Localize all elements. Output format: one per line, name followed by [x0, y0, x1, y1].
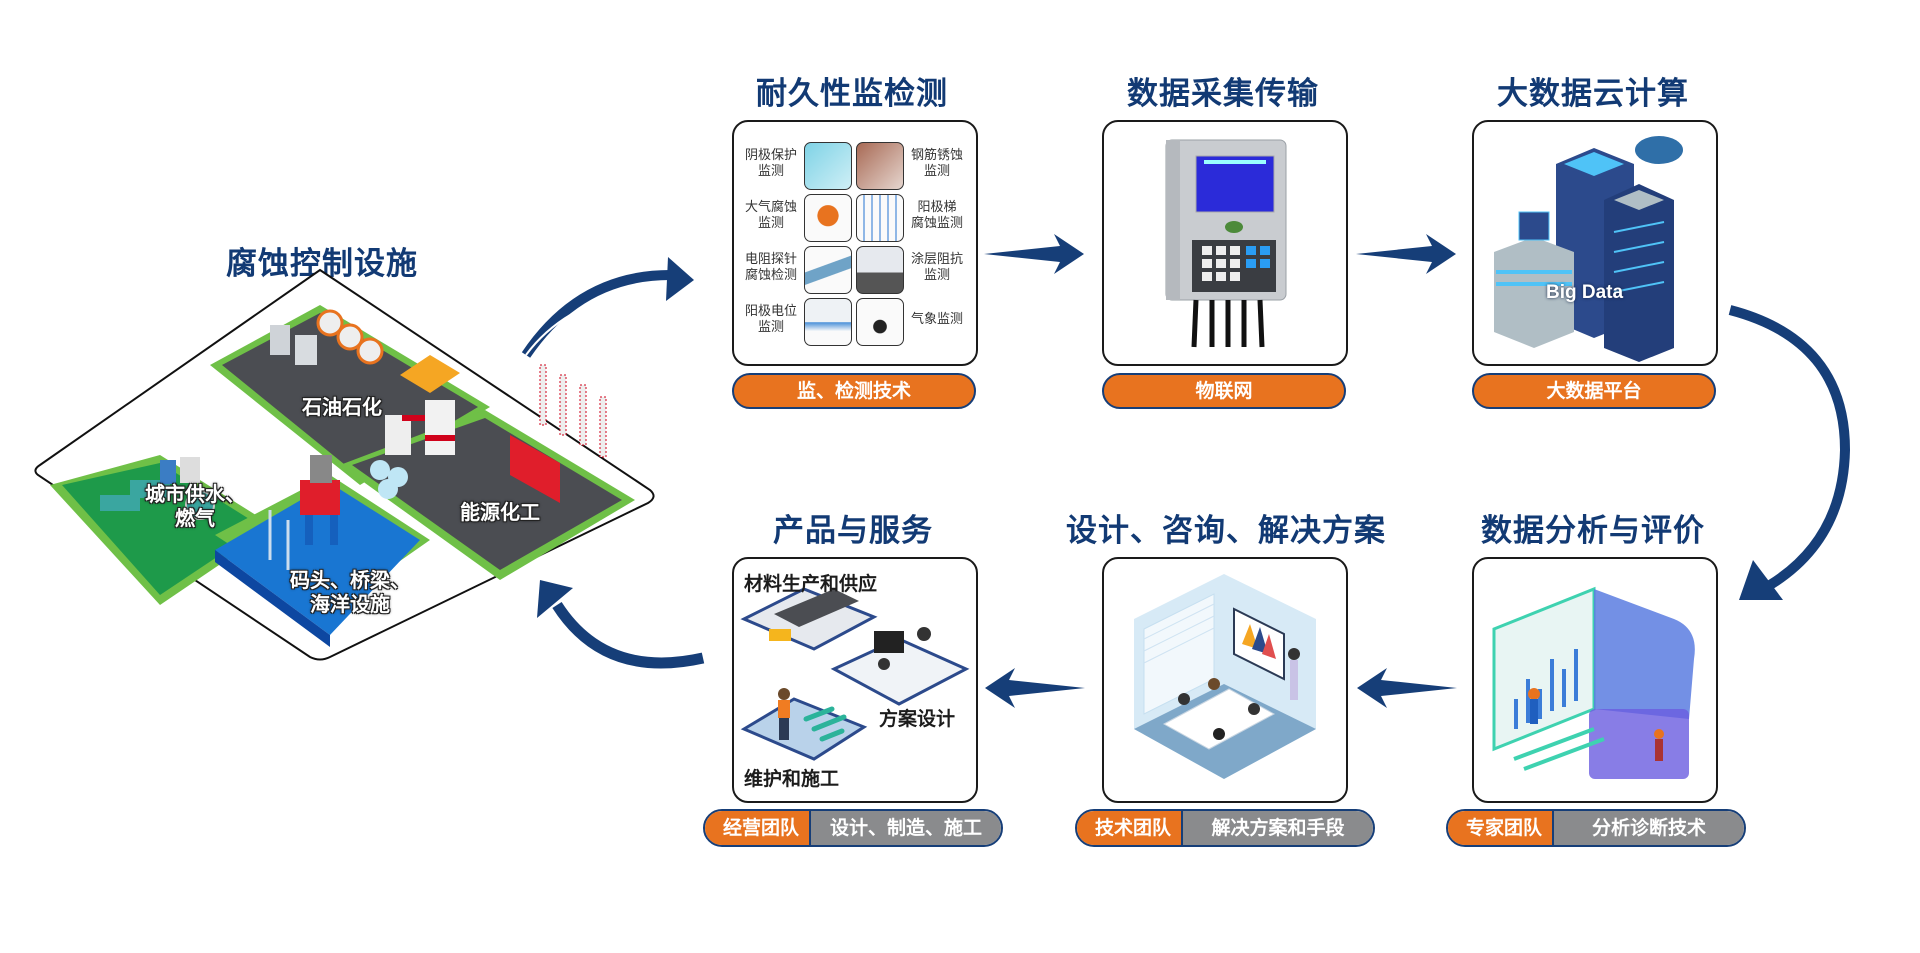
monitor-weather: 气象监测	[910, 312, 963, 327]
anode-potential-device-icon	[804, 298, 852, 346]
monitoring-title: 耐久性监检测	[756, 76, 948, 112]
service-maintenance: 维护和施工	[744, 768, 840, 790]
consulting-team: 技术团队	[1077, 811, 1184, 845]
zone-label-city-water: 城市供水、 燃气	[145, 482, 245, 530]
cloud-title: 大数据云计算	[1497, 76, 1689, 112]
monitor-rebar-corrosion: 钢筋锈蚀监测	[910, 148, 963, 179]
monitor-resistance-probe: 电阻探针腐蚀检测	[744, 252, 797, 283]
products-title: 产品与服务	[773, 513, 933, 549]
anode-ladder-device-icon	[856, 194, 904, 242]
consulting-desc: 解决方案和手段	[1183, 811, 1373, 845]
resistance-probe-device-icon	[804, 246, 852, 294]
big-data-label: Big Data	[1546, 282, 1624, 303]
monitoring-tag: 监、检测技术	[732, 373, 976, 409]
rebar-corrosion-device-icon	[856, 142, 904, 190]
analysis-tag: 专家团队 分析诊断技术	[1446, 809, 1746, 847]
consulting-card	[1102, 557, 1348, 803]
analysis-desc: 分析诊断技术	[1554, 811, 1744, 845]
monitor-cathodic-protection: 阴极保护监测	[744, 148, 797, 179]
arrow-right-icon	[1356, 234, 1456, 274]
arrow-left-icon	[985, 668, 1085, 708]
zone-label-city-water-line2: 燃气	[175, 506, 215, 530]
monitoring-card: 阴极保护监测 钢筋锈蚀监测 大气腐蚀监测 阳极梯腐蚀监测 电阻探针腐蚀检测 涂层…	[732, 120, 978, 366]
cloud-tag: 大数据平台	[1472, 373, 1716, 409]
consulting-title: 设计、咨询、解决方案	[1066, 513, 1386, 549]
curved-arrow-to-facilities-icon	[537, 580, 705, 669]
monitor-anode-potential: 阳极电位监测	[744, 304, 797, 335]
atmospheric-corrosion-device-icon	[804, 194, 852, 242]
consulting-tag: 技术团队 解决方案和手段	[1075, 809, 1375, 847]
service-design: 方案设计	[879, 708, 956, 730]
cathodic-protection-device-icon	[804, 142, 852, 190]
curved-arrow-to-monitoring-icon	[521, 257, 694, 358]
zone-label-marine-line1: 码头、桥梁、	[290, 568, 410, 592]
facilities-isometric-illustration	[34, 268, 655, 661]
analysis-title: 数据分析与评价	[1481, 513, 1705, 549]
zone-label-marine: 码头、桥梁、 海洋设施	[290, 568, 410, 616]
monitor-atmospheric-corrosion: 大气腐蚀监测	[744, 200, 797, 231]
coating-impedance-device-icon	[856, 246, 904, 294]
zone-label-city-water-line1: 城市供水、	[145, 482, 245, 506]
big-data-servers-icon	[1494, 136, 1683, 362]
cloud-card: Big Data	[1472, 120, 1718, 366]
products-desc: 设计、制造、施工	[811, 811, 1001, 845]
acquisition-tag: 物联网	[1102, 373, 1346, 409]
zone-label-energy: 能源化工	[460, 500, 540, 524]
weather-station-device-icon	[856, 298, 904, 346]
data-logger-device-icon	[1165, 139, 1287, 348]
service-material-supply: 材料生产和供应	[744, 573, 878, 595]
arrow-left-icon	[1357, 668, 1457, 708]
zone-label-petrochem: 石油石化	[302, 395, 382, 419]
products-card: 材料生产和供应 方案设计 维护和施工	[732, 557, 978, 803]
acquisition-title: 数据采集传输	[1127, 76, 1319, 112]
analysis-card	[1472, 557, 1718, 803]
products-tag: 经营团队 设计、制造、施工	[703, 809, 1003, 847]
products-services-illustration	[740, 587, 970, 761]
arrow-right-icon	[984, 234, 1084, 274]
acquisition-card	[1102, 120, 1348, 366]
curved-arrow-down-icon	[1728, 305, 1851, 600]
products-team: 经营团队	[705, 811, 812, 845]
analysis-team: 专家团队	[1448, 811, 1555, 845]
meeting-room-icon	[1134, 574, 1316, 779]
monitor-coating-impedance: 涂层阻抗监测	[910, 252, 963, 283]
zone-label-marine-line2: 海洋设施	[310, 592, 390, 616]
monitor-anode-ladder: 阳极梯腐蚀监测	[910, 200, 963, 231]
data-analysis-dashboard-icon	[1492, 586, 1695, 779]
